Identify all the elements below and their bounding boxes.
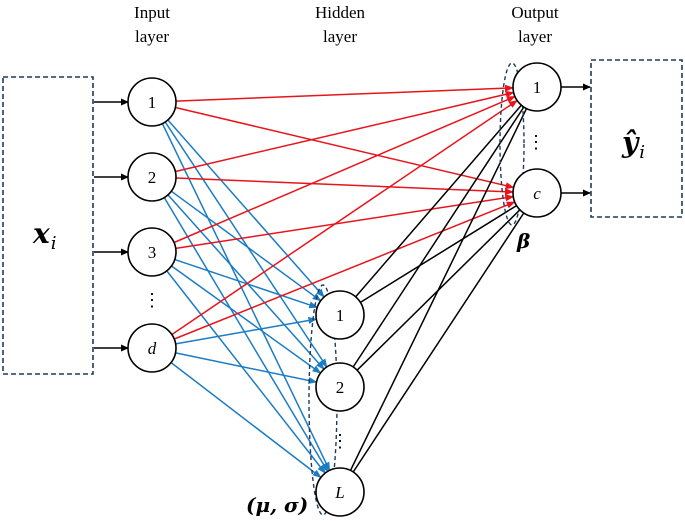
edge-input3-hidden2 [171,265,322,374]
edge-input4-output2 [174,201,516,340]
edge-input4-output1 [171,99,518,336]
input-node-1-label: 1 [148,93,157,112]
edge-input3-output1 [173,95,516,244]
output-node-2-circle [512,168,562,218]
output-box [590,59,683,218]
output-node-1-label: 1 [533,78,542,97]
input-box [2,76,94,375]
hidden-layer-title-line2: layer [323,27,357,46]
input-node-3-label: 3 [148,243,157,262]
hidden-layer-title-line1: Hidden [315,3,366,22]
hidden-node-2-circle [315,362,365,412]
output-params-ellipse [499,62,525,226]
input-to-hidden-edges [161,119,331,479]
hidden-node-3: L [315,467,365,517]
output-layer-title-line2: layer [518,27,552,46]
edge-input1-hidden1 [167,119,325,298]
hidden-node-1-circle [315,290,365,340]
edge-input1-output1 [175,84,514,102]
input-node-2: 2 [127,152,177,202]
input-node-3-circle [127,227,177,277]
edge-input2-hidden2 [167,194,325,370]
hidden-node-2: 2 [315,362,365,412]
edge-input1-hidden3 [161,123,331,472]
hidden-node-1-label: 1 [336,306,345,325]
input-node-1: 1 [127,77,177,127]
output-node-1-circle [512,62,562,112]
output-params-label: β [516,229,530,253]
edge-input3-output2 [175,194,515,250]
edge-input1-hidden2 [164,121,328,368]
edge-input2-output1 [175,90,515,173]
edge-hidden3-output1 [349,108,528,471]
output-vector-label: ŷi [621,126,645,163]
input-node-2-label: 2 [148,168,157,187]
input-node-4-label: d [148,339,157,358]
input-layer-title-line1: Input [134,3,170,22]
edge-hidden1-output1 [355,104,522,298]
input-to-output-edges [171,84,518,340]
edge-hidden1-output2 [360,204,517,304]
input-vector-label: xi [32,217,56,254]
input-node-4-circle [127,323,177,373]
hidden-node-2-label: 2 [336,378,345,397]
output-layer-title-line1: Output [511,3,559,22]
edge-input4-hidden2 [175,352,318,384]
output-node-1: 1 [512,62,562,112]
hidden-node-1: 1 [315,290,365,340]
edge-input3-hidden3 [166,270,326,474]
input-vector-var: x [32,217,50,250]
input-node-3: 3 [127,227,177,277]
output-node-2: c [512,168,562,218]
nodes: 1 2 3 d 1 2L 1 c [127,62,562,517]
edge-input2-hidden3 [163,197,329,473]
hidden-params-label: (μ, σ) [246,493,308,517]
hidden-node-3-circle [315,467,365,517]
edge-hidden3-output2 [352,212,525,473]
output-vector-var: ŷ [621,126,640,159]
edge-input2-hidden1 [170,190,322,302]
edge-input1-output2 [175,106,515,190]
edge-input2-output2 [175,177,514,196]
input-node-4: d [127,323,177,373]
hidden-to-output-edges [349,104,528,473]
hidden-ellipsis: ⋮ [331,431,349,451]
hidden-node-3-label: L [334,483,344,502]
input-ellipsis: ⋮ [143,290,161,310]
input-node-2-circle [127,152,177,202]
input-node-1-circle [127,77,177,127]
output-ellipsis: ⋮ [527,132,545,152]
output-vector-sub: i [639,142,645,163]
edge-input4-hidden1 [175,317,318,345]
output-node-2-label: c [533,184,541,203]
input-layer-title-line2: layer [135,27,169,46]
edge-input4-hidden3 [170,362,322,479]
box-arrows [94,83,591,352]
edge-hidden2-output1 [352,106,525,368]
input-vector-sub: i [51,233,57,254]
